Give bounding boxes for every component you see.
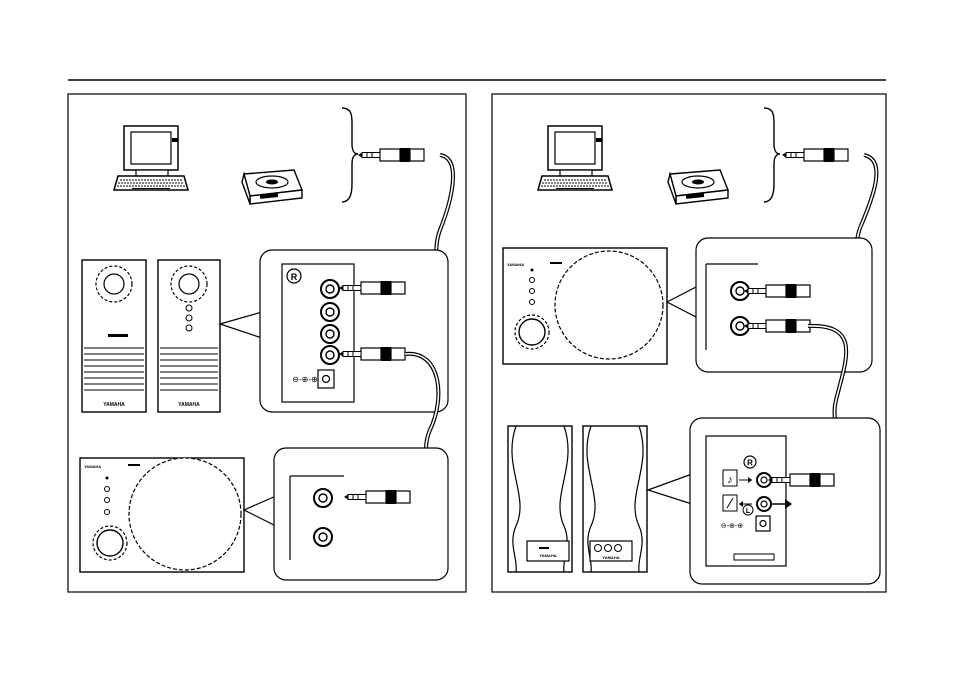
- portable-cd-player-icon: [241, 169, 303, 205]
- svg-text:♪: ♪: [727, 474, 733, 486]
- speaker-brand-label: YAMAHA: [539, 553, 556, 558]
- right-satellite-speaker: YAMAHA: [157, 259, 221, 413]
- right-channel-mark: R: [747, 459, 753, 468]
- speaker-brand-label: YAMAHA: [178, 402, 200, 408]
- rear-jack-2: [320, 302, 340, 322]
- power-polarity-symbol: ⊖-⊕-⊕: [721, 523, 743, 530]
- rear-jack-3: [320, 324, 340, 344]
- right-subwoofer: YAMAHA: [502, 247, 668, 365]
- right-channel-mark: R: [291, 272, 298, 282]
- music-note-icon: [722, 469, 738, 487]
- left-panel: YAMAHA YAMAHA R: [67, 93, 467, 593]
- subwoofer-brand-label: YAMAHA: [84, 464, 101, 469]
- power-polarity-symbol: ⊖-⊕-⊕: [292, 375, 317, 384]
- wave-speaker-right: YAMAHA: [582, 425, 648, 573]
- left-subwoofer: YAMAHA: [79, 457, 245, 573]
- output-jack: [756, 496, 772, 512]
- left-satellite-speaker: YAMAHA: [81, 259, 147, 413]
- source-brace: [341, 107, 359, 203]
- sub-input-jack-1: [313, 488, 333, 508]
- rear-jack-1: [320, 279, 340, 299]
- computer-icon: [537, 125, 613, 191]
- subwoofer-brand-label: YAMAHA: [507, 262, 524, 267]
- computer-icon: [113, 125, 189, 191]
- speaker-brand-label: YAMAHA: [103, 402, 125, 408]
- wave-speaker-left: YAMAHA: [507, 425, 573, 573]
- source-brace: [763, 107, 781, 203]
- sub-input-jack-2: [730, 316, 750, 336]
- speaker-brand-label: YAMAHA: [602, 555, 619, 560]
- sub-input-jack-2: [313, 527, 333, 547]
- rear-jack-4: [320, 345, 340, 365]
- portable-cd-player-icon: [667, 169, 729, 205]
- left-channel-mark: L: [746, 508, 751, 515]
- right-panel: YAMAHA YAMAHA: [491, 93, 887, 593]
